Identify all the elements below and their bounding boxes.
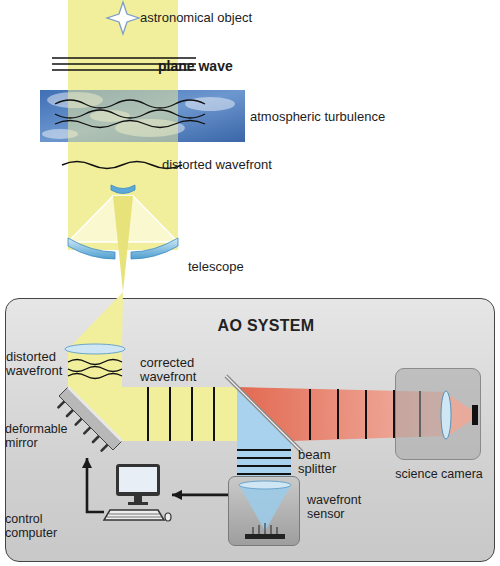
mirror-body — [59, 387, 122, 450]
camera-symbol — [396, 369, 482, 461]
primary-mirror — [131, 238, 178, 259]
node-label: control computer — [5, 512, 67, 540]
mirror-surface — [68, 387, 122, 441]
monitor-screen — [119, 467, 157, 492]
node-label: wavefront sensor — [307, 493, 377, 521]
camera-box: science camera — [395, 368, 481, 460]
monitor-stand — [134, 496, 142, 502]
lens-symbol — [65, 344, 125, 354]
detector-symbol — [472, 405, 478, 425]
sensor-symbol — [229, 477, 301, 547]
secondary-mirror — [111, 185, 135, 194]
signal-arrow — [172, 494, 228, 497]
mouse-symbol — [165, 513, 171, 521]
annotation-label: plane wave — [158, 59, 278, 73]
annotation-label: telescope — [188, 260, 288, 274]
converging-beam — [113, 196, 133, 292]
lens-symbol — [441, 391, 451, 439]
annotation-label: astronomical object — [140, 11, 300, 25]
primary-mirror — [68, 238, 115, 259]
node-label: deformable mirror — [5, 422, 77, 450]
lens-array-symbol — [239, 481, 291, 489]
star-symbol — [107, 2, 139, 34]
monitor-frame — [116, 464, 160, 496]
annotation-label: distorted wavefront — [162, 158, 322, 172]
system-title: AO SYSTEM — [176, 317, 356, 335]
spot-lines — [253, 523, 277, 534]
annotation-label: beam splitter — [298, 448, 354, 476]
sensor-box: wavefront sensor — [228, 476, 300, 546]
keyboard-symbol — [104, 510, 164, 520]
distorted-wave-lines — [68, 360, 122, 379]
computer-node: control computer — [104, 462, 172, 526]
monitor-base — [128, 502, 148, 505]
keyboard-keys — [107, 514, 162, 517]
annotation-label: atmospheric turbulence — [250, 110, 450, 124]
node-label: science camera — [386, 467, 492, 481]
computer-icon — [104, 462, 172, 526]
annotation-label: distorted wavefront — [6, 350, 68, 378]
mirror-node: deformable mirror — [5, 372, 127, 458]
light-beam — [68, 90, 178, 142]
annotation-label: corrected wavefront — [140, 356, 202, 384]
detector-symbol — [245, 534, 285, 539]
turbulence-band — [40, 90, 245, 142]
